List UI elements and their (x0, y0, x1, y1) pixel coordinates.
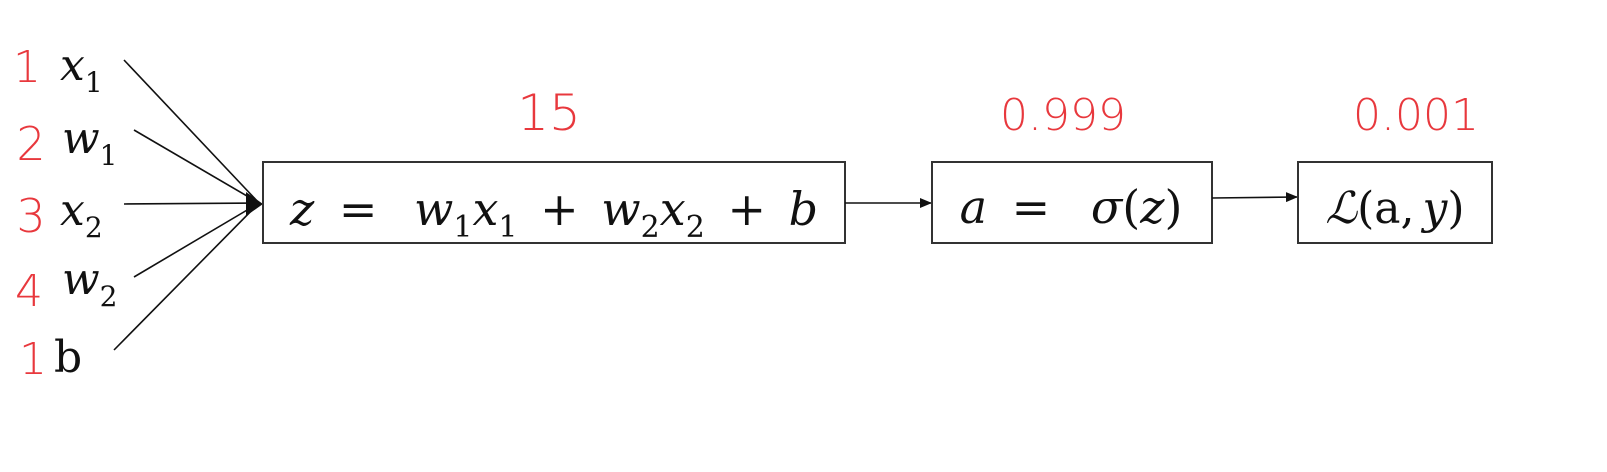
input-value-w2: 4 (15, 266, 43, 317)
activation-node-box (931, 161, 1213, 244)
input-labels: x1 w1 x2 w2 b (54, 40, 118, 383)
linear-node-value: 15 (517, 84, 581, 142)
input-label-w2: w2 (62, 254, 118, 313)
edge-w2 (133, 202, 260, 278)
input-label-x2: x2 (60, 185, 103, 244)
activation-node-value: 0.999 (1000, 90, 1126, 141)
input-label-x1: x1 (60, 40, 103, 99)
edge-x2 (123, 202, 260, 205)
input-value-x1: 1 (13, 42, 41, 93)
input-edges (113, 59, 263, 351)
edge-b (113, 202, 260, 351)
linear-node-formula: z = w1x1 + w2x2 + b (289, 182, 818, 248)
input-value-w1: 2 (16, 117, 45, 171)
linear-node-box (262, 161, 846, 244)
input-label-b: b (54, 332, 82, 383)
loss-node-box (1297, 161, 1493, 244)
input-label-w1: w1 (62, 113, 118, 172)
loss-node-formula: ℒ(a,y) (1325, 183, 1464, 234)
edge-w1 (133, 129, 260, 204)
input-values: 1 2 3 4 1 (13, 42, 47, 385)
edge-x1 (123, 59, 260, 204)
merge-arrowhead (246, 192, 263, 216)
edge-activation-to-loss (1211, 192, 1298, 203)
input-value-x2: 3 (16, 189, 45, 243)
input-value-b: 1 (19, 334, 47, 385)
activation-node-formula: a = σ(z) (960, 180, 1183, 234)
loss-node-value: 0.001 (1353, 90, 1479, 141)
